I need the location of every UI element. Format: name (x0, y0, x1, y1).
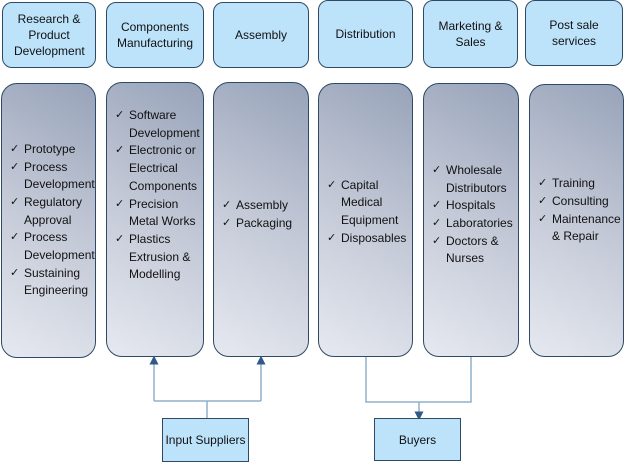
list-item: ✓Training (538, 175, 621, 193)
list-item: ✓Assembly (222, 197, 292, 215)
stage-header-research: Research & Product Development (2, 2, 96, 68)
list-item: ✓Plastics Extrusion & Modelling (115, 231, 191, 282)
check-icon: ✓ (10, 266, 20, 279)
check-icon: ✓ (327, 178, 337, 191)
check-icon: ✓ (432, 234, 442, 247)
input-suppliers-box: Input Suppliers (162, 418, 249, 462)
check-icon: ✓ (115, 232, 125, 245)
check-icon: ✓ (432, 199, 442, 212)
list-item: ✓Precision Metal Works (115, 196, 196, 229)
buyers-connector (365, 357, 472, 403)
stage-items-post-sale: ✓Training ✓Consulting ✓Maintenance & Rep… (538, 175, 621, 246)
check-icon: ✓ (222, 198, 232, 211)
stage-items-distribution: ✓Capital Medical Equipment ✓Disposables (327, 177, 408, 248)
stage-header-post-sale: Post sale services (525, 0, 623, 66)
list-item: ✓Software Development (115, 107, 200, 140)
list-item: ✓Regulatory Approval (10, 194, 83, 227)
stage-items-components: ✓Software Development ✓Electronic or Ele… (115, 107, 200, 284)
check-icon: ✓ (222, 216, 232, 229)
check-icon: ✓ (10, 142, 20, 155)
stage-items-marketing: ✓Wholesale Distributors ✓Hospitals ✓Labo… (432, 162, 514, 268)
list-item: ✓Process Development (10, 230, 95, 263)
check-icon: ✓ (538, 177, 548, 190)
list-item: ✓Hospitals (432, 197, 514, 215)
check-icon: ✓ (10, 231, 20, 244)
check-icon: ✓ (115, 144, 125, 157)
check-icon: ✓ (538, 194, 548, 207)
stage-body-assembly: ✓Assembly ✓Packaging (213, 82, 309, 357)
list-item: ✓Packaging (222, 215, 292, 233)
list-item: ✓Sustaining Engineering (10, 265, 89, 298)
stage-body-marketing: ✓Wholesale Distributors ✓Hospitals ✓Labo… (423, 83, 519, 357)
check-icon: ✓ (432, 217, 442, 229)
stage-header-distribution: Distribution (318, 0, 413, 68)
stage-body-post-sale: ✓Training ✓Consulting ✓Maintenance & Rep… (529, 84, 624, 357)
stage-header-assembly: Assembly (213, 2, 309, 68)
stage-items-assembly: ✓Assembly ✓Packaging (222, 197, 292, 232)
check-icon: ✓ (115, 108, 125, 121)
stage-body-research: ✓Prototype ✓Process Development ✓Regulat… (1, 83, 96, 358)
check-icon: ✓ (327, 231, 337, 244)
list-item: ✓Process Development (10, 159, 95, 192)
list-item: ✓Disposables (327, 230, 408, 248)
check-icon: ✓ (432, 163, 442, 176)
list-item: ✓Electronic or Electrical Components (115, 143, 198, 193)
stage-body-components: ✓Software Development ✓Electronic or Ele… (106, 82, 204, 357)
buyers-box: Buyers (374, 418, 461, 461)
list-item: ✓Maintenance & Repair (538, 211, 621, 244)
list-item: ✓Wholesale Distributors (432, 162, 507, 195)
list-item: ✓Capital Medical Equipment (327, 177, 399, 227)
check-icon: ✓ (10, 195, 20, 208)
stage-body-distribution: ✓Capital Medical Equipment ✓Disposables (318, 83, 413, 357)
list-item: ✓Prototype (10, 141, 95, 159)
check-icon: ✓ (115, 197, 125, 210)
stage-header-components: Components Manufacturing (106, 2, 204, 68)
list-item: ✓Doctors & Nurses (432, 233, 499, 266)
supplier-connector (154, 400, 261, 419)
list-item: ✓Consulting (538, 193, 621, 211)
stage-header-marketing: Marketing & Sales (423, 0, 518, 68)
check-icon: ✓ (538, 212, 548, 225)
list-item: ✓Laboratories (432, 215, 514, 233)
check-icon: ✓ (10, 160, 20, 173)
stage-items-research: ✓Prototype ✓Process Development ✓Regulat… (10, 141, 95, 300)
